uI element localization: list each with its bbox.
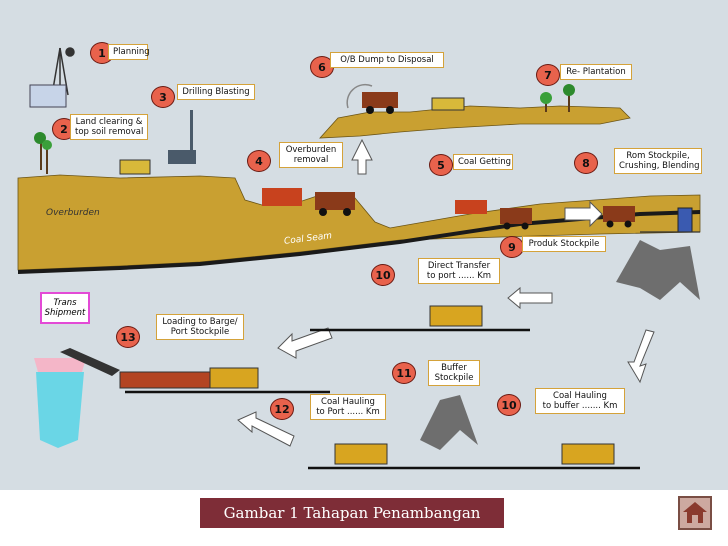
step-label-line: Land clearing & xyxy=(75,117,143,127)
left-arrow-1 xyxy=(507,286,553,310)
step-badge-5: 5 xyxy=(429,154,453,176)
step-label-line: Stockpile xyxy=(434,373,474,383)
step-label-line: Crushing, Blending xyxy=(619,161,700,171)
step-label-ob-dump: O/B Dump to Disposal xyxy=(330,52,444,68)
step-label-line: to buffer ....... Km xyxy=(542,401,618,411)
step-label-loading-barge: Loading to Barge/ Port Stockpile xyxy=(156,314,244,340)
step-badge-9: 9 xyxy=(500,236,524,258)
planning-map xyxy=(29,84,67,108)
step-label-drilling: Drilling Blasting xyxy=(177,84,255,100)
step-badge-3: 3 xyxy=(151,86,175,108)
dump-arc xyxy=(346,83,373,109)
step-label-line: removal xyxy=(293,155,329,165)
step-badge-8: 8 xyxy=(574,152,598,174)
step-badge-4: 4 xyxy=(247,150,271,172)
step-label-hauling-port: Coal Hauling to Port ...... Km xyxy=(310,394,386,420)
drill-rig xyxy=(168,110,196,164)
step-label-rom-stockpile: Rom Stockpile, Crushing, Blending xyxy=(614,148,702,174)
truck-dump xyxy=(362,92,398,114)
step-label-hauling-buffer: Coal Hauling to buffer ....... Km xyxy=(535,388,625,414)
step-label-line: Coal Hauling xyxy=(553,391,607,401)
left-arrow-2 xyxy=(277,327,333,359)
figure-caption: Gambar 1 Tahapan Penambangan xyxy=(200,498,504,528)
home-icon[interactable] xyxy=(678,496,712,530)
step-label-planning: Planning xyxy=(108,44,150,60)
step-label-line: Overburden xyxy=(285,145,337,155)
rail-car-4 xyxy=(561,443,615,465)
step-badge-7: 7 xyxy=(536,64,560,86)
rail-car-3 xyxy=(334,443,388,465)
step-badge-12: 12 xyxy=(270,398,294,420)
disposal-dump xyxy=(319,105,631,139)
dozer-2 xyxy=(431,97,465,111)
truck-2 xyxy=(500,208,532,230)
ship-water xyxy=(36,372,84,448)
conveyor xyxy=(60,348,120,376)
rail-car-2 xyxy=(209,367,259,389)
trees-left xyxy=(34,132,52,174)
dozer-1 xyxy=(119,159,151,175)
home-glyph xyxy=(683,502,707,523)
step-badge-11: 11 xyxy=(392,362,416,384)
right-arrow xyxy=(564,200,603,228)
step-label-line: Loading to Barge/ xyxy=(162,317,238,327)
trans-shipment-label: Trans Shipment xyxy=(40,292,90,324)
product-stockpile xyxy=(616,240,700,300)
step-label-land-clearing: Land clearing & top soil removal xyxy=(70,114,148,140)
step-label-line: top soil removal xyxy=(75,127,144,137)
buffer-stockpile xyxy=(420,395,478,450)
step-label-overburden-removal: Overburden removal xyxy=(279,142,343,168)
trans-shipment-line: Trans xyxy=(53,298,77,308)
truck-1 xyxy=(315,192,355,216)
step-label-line: Buffer xyxy=(441,363,467,373)
step-label-produk-stockpile: Produk Stockpile xyxy=(522,236,606,252)
step-badge-10-direct: 10 xyxy=(371,264,395,286)
step-label-line: Direct Transfer xyxy=(427,261,491,271)
trees-right xyxy=(540,84,575,112)
step-label-line: Coal Hauling xyxy=(321,397,375,407)
barge xyxy=(119,371,211,389)
step-badge-13: 13 xyxy=(116,326,140,348)
truck-3 xyxy=(603,206,635,228)
step-label-line: to port ...... Km xyxy=(426,271,492,281)
excavator-2 xyxy=(455,200,487,214)
step-label-line: Rom Stockpile, xyxy=(626,151,690,161)
step-label-buffer-stockpile: Buffer Stockpile xyxy=(428,360,480,386)
crusher xyxy=(677,207,693,233)
excavator-1 xyxy=(262,188,302,206)
overburden-text: Overburden xyxy=(46,208,100,218)
up-arrow xyxy=(351,138,373,175)
step-label-line: Port Stockpile xyxy=(170,327,230,337)
rail-car-1 xyxy=(429,305,483,327)
step-label-line: to Port ...... Km xyxy=(316,407,380,417)
step-label-direct-transfer: Direct Transfer to port ...... Km xyxy=(418,258,500,284)
step-label-replantation: Re- Plantation xyxy=(560,64,632,80)
ship-hull xyxy=(34,358,86,372)
trans-shipment-line: Shipment xyxy=(44,308,86,318)
step-badge-10-buffer: 10 xyxy=(497,394,521,416)
left-arrow-3 xyxy=(237,411,295,447)
overburden-layer xyxy=(17,174,701,271)
down-arrow xyxy=(627,329,655,384)
step-label-coal-getting: Coal Getting xyxy=(453,154,513,170)
